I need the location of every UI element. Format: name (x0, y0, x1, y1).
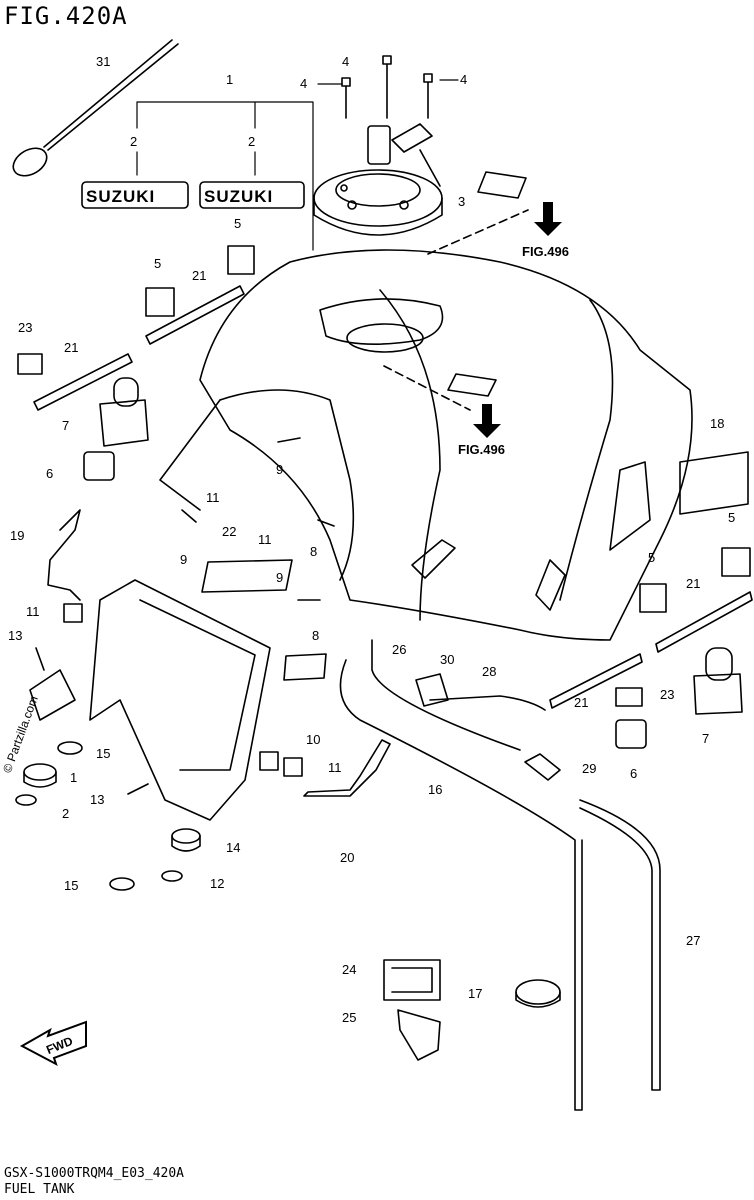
callout-26: 26 (392, 642, 406, 657)
callout-13: 13 (90, 792, 104, 807)
callout-15: 15 (96, 746, 110, 761)
callout-20: 20 (340, 850, 354, 865)
callout-9: 9 (276, 462, 283, 477)
callout-2: 2 (248, 134, 255, 149)
cap-bolts (317, 55, 459, 119)
callout-4: 4 (342, 54, 349, 69)
callout-8: 8 (312, 628, 319, 643)
callout-29: 29 (582, 761, 596, 776)
callout-28: 28 (482, 664, 496, 679)
callout-25: 25 (342, 1010, 356, 1025)
callout-7: 7 (702, 731, 709, 746)
callout-23: 23 (660, 687, 674, 702)
callout-18: 18 (710, 416, 724, 431)
callout-22: 22 (222, 524, 236, 539)
fuel-hoses (339, 639, 661, 1111)
suzuki-emblem-text-right: SUZUKI (204, 187, 273, 206)
callout-10: 10 (306, 732, 320, 747)
fig-ref-2: FIG.496 (458, 442, 505, 457)
part-31-wire (12, 39, 179, 177)
callout-23: 23 (18, 320, 32, 335)
callout-27: 27 (686, 933, 700, 948)
callout-5: 5 (234, 216, 241, 231)
footer-section: FUEL TANK (4, 1182, 75, 1197)
callout-4: 4 (460, 72, 467, 87)
callout-24: 24 (342, 962, 356, 977)
callout-21: 21 (192, 268, 206, 283)
suzuki-emblem-right (199, 181, 305, 209)
callout-4: 4 (300, 76, 307, 91)
seat-support-frame (29, 509, 271, 821)
callout-16: 16 (428, 782, 442, 797)
callout-2: 2 (130, 134, 137, 149)
callout-21: 21 (686, 576, 700, 591)
suzuki-emblem-left (81, 181, 189, 209)
callout-14: 14 (226, 840, 240, 855)
callout-6: 6 (46, 466, 53, 481)
callout-1: 1 (226, 72, 233, 87)
label-plate-18 (679, 451, 749, 515)
callout-11: 11 (258, 532, 272, 547)
callout-15: 15 (64, 878, 78, 893)
callout-5: 5 (728, 510, 735, 525)
fig-ref-arrows (473, 202, 562, 438)
callout-19: 19 (10, 528, 24, 543)
hose-clamps (383, 959, 561, 1061)
callout-5: 5 (648, 550, 655, 565)
fig-ref-1: FIG.496 (522, 244, 569, 259)
callout-21: 21 (64, 340, 78, 355)
footer-model-code: GSX-S1000TRQM4_E03_420A (4, 1166, 185, 1181)
callout-1: 1 (70, 770, 77, 785)
rubber-dampers (15, 741, 201, 891)
suzuki-emblem-text-left: SUZUKI (86, 187, 155, 206)
callout-2: 2 (62, 806, 69, 821)
callout-30: 30 (440, 652, 454, 667)
fwd-arrow-icon: FWD (19, 1020, 87, 1067)
callout-9: 9 (276, 570, 283, 585)
callout-6: 6 (630, 766, 637, 781)
callout-11: 11 (328, 760, 342, 775)
callout-7: 7 (62, 418, 69, 433)
callout-11: 11 (206, 490, 220, 505)
callout-17: 17 (468, 986, 482, 1001)
callout-11: 11 (26, 604, 40, 619)
callout-21: 21 (574, 695, 588, 710)
callout-12: 12 (210, 876, 224, 891)
callout-5: 5 (154, 256, 161, 271)
callout-8: 8 (310, 544, 317, 559)
fuel-tank-body (159, 249, 693, 641)
figure-title: FIG.420A (4, 2, 128, 30)
callout-31: 31 (96, 54, 110, 69)
fuel-cap-assembly (313, 123, 443, 236)
callout-9: 9 (180, 552, 187, 567)
callout-3: 3 (458, 194, 465, 209)
callout-13: 13 (8, 628, 22, 643)
